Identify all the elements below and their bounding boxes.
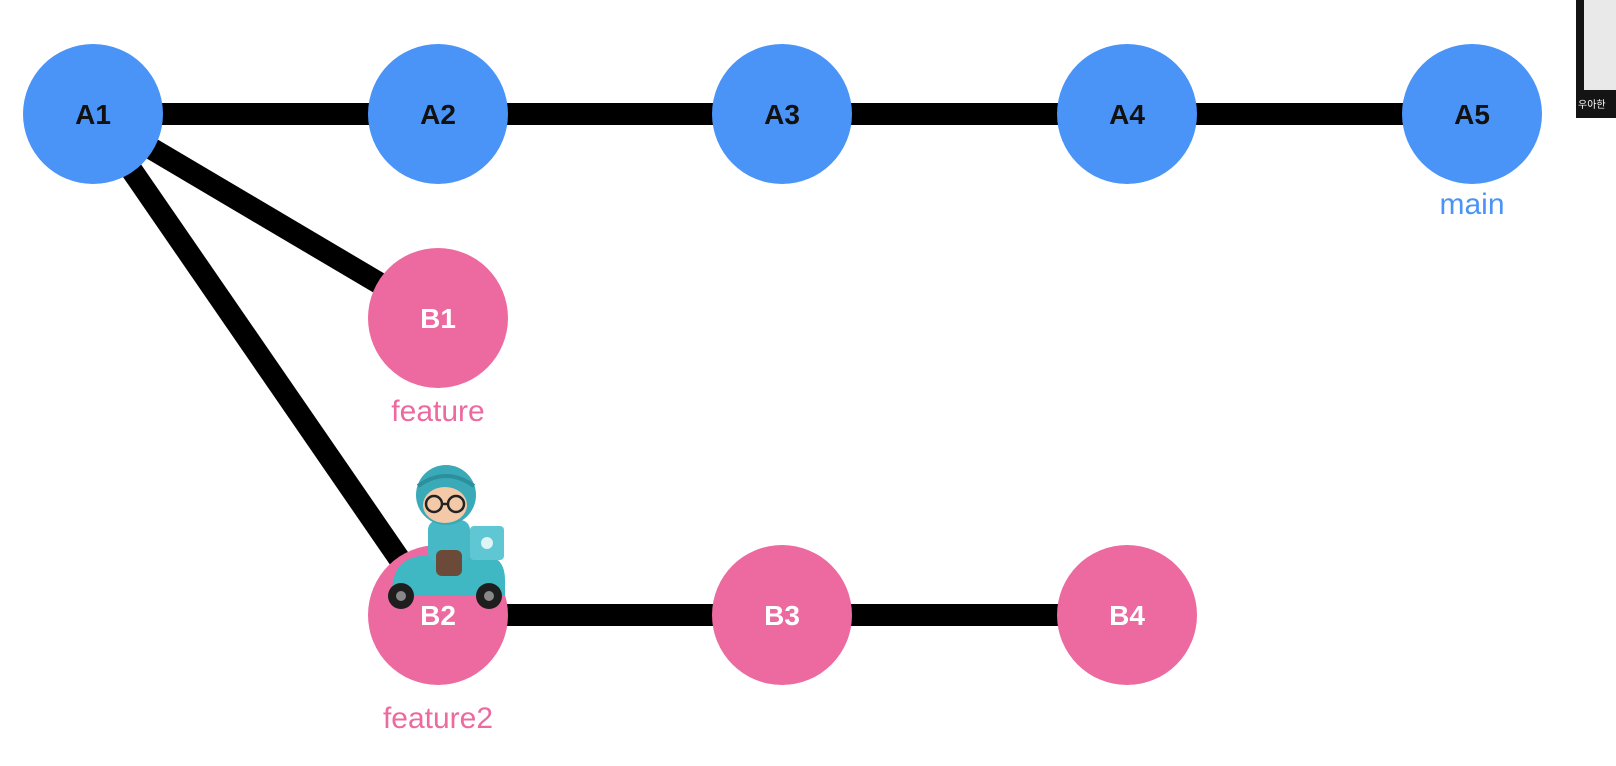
branch-label-feature: feature (391, 395, 484, 428)
scooter-rider-icon (388, 465, 505, 609)
commit-label: B3 (764, 600, 800, 631)
branch-label-main: main (1439, 188, 1504, 221)
commit-circle (368, 44, 508, 184)
commit-label: B4 (1109, 600, 1145, 631)
commit-node-b1: B1 (368, 248, 508, 388)
commit-circle (1057, 44, 1197, 184)
commit-circle (712, 545, 852, 685)
video-thumbnail: 우아한 (1576, 0, 1616, 118)
commit-label: B2 (420, 600, 456, 631)
commit-circle (1057, 545, 1197, 685)
commit-node-a2: A2 (368, 44, 508, 184)
thumbnail-screen (1584, 0, 1616, 90)
commit-node-b3: B3 (712, 545, 852, 685)
commit-circle (1402, 44, 1542, 184)
commit-circle (712, 44, 852, 184)
branch-label-feature2: feature2 (383, 702, 493, 735)
commit-label: A5 (1454, 99, 1490, 130)
commit-label: B1 (420, 303, 456, 334)
edge-a1-b2 (83, 107, 448, 622)
branch-labels-layer: main feature feature2 (383, 188, 1505, 735)
commit-label: A4 (1109, 99, 1145, 130)
thumbnail-caption: 우아한 (1578, 100, 1606, 111)
edges-layer (83, 103, 1472, 626)
commit-circle (23, 44, 163, 184)
commit-node-b4: B4 (1057, 545, 1197, 685)
commit-label: A1 (75, 99, 111, 130)
commit-label: A2 (420, 99, 456, 130)
commit-node-a5: A5 (1402, 44, 1542, 184)
commit-label: A3 (764, 99, 800, 130)
commit-node-a3: A3 (712, 44, 852, 184)
commit-circle (368, 248, 508, 388)
commit-node-a1: A1 (23, 44, 163, 184)
commit-node-a4: A4 (1057, 44, 1197, 184)
